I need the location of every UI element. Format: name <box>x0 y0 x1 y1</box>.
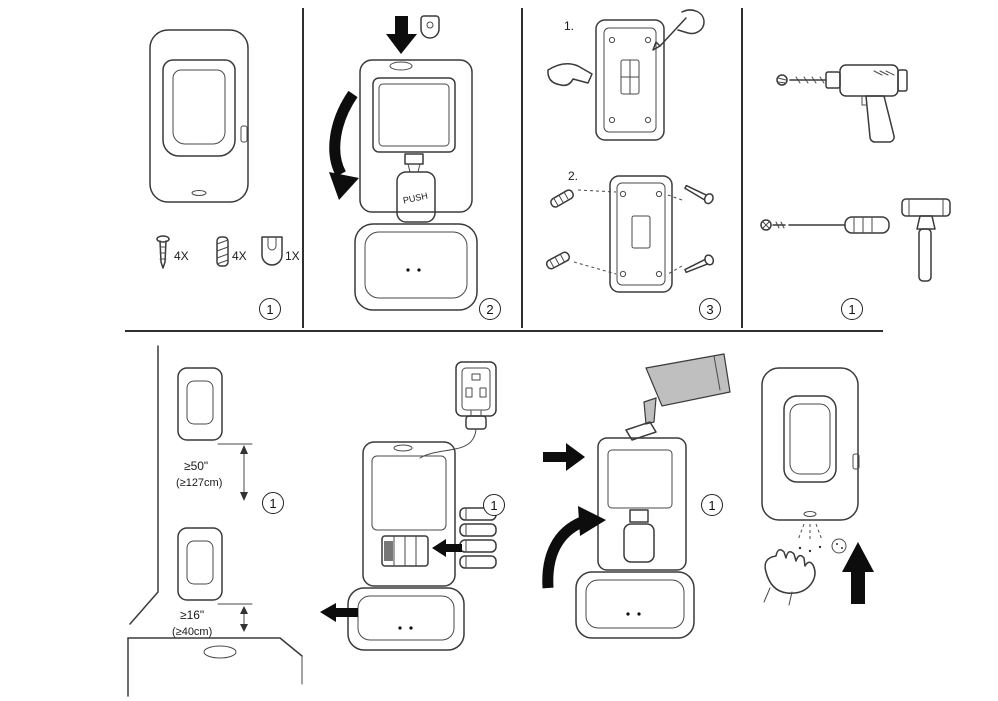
anchor-qty-label: 4X <box>232 249 247 263</box>
back-plate-anchoring <box>609 175 673 293</box>
height-counter-cm-label: (≥40cm) <box>172 626 212 638</box>
refill-illustration <box>542 353 731 639</box>
dispenser-open-back <box>359 59 473 213</box>
dispenser-open-tray <box>354 223 478 311</box>
use-up-arrow <box>842 542 874 604</box>
drill-icon <box>776 64 908 143</box>
divider-vertical-1 <box>302 8 304 328</box>
dispenser-front-illustration <box>761 367 860 521</box>
height-counter-in-label: ≥16" <box>180 608 204 622</box>
step-number-open-cover: 2 <box>479 298 501 320</box>
batteries-icon <box>459 507 497 569</box>
soap-bottle-icon: PUSH <box>396 171 436 223</box>
bracket-icon <box>261 236 283 266</box>
screw-icons <box>667 184 715 275</box>
step-number-refill: 1 <box>701 494 723 516</box>
step-number-mark-and-anchor: 3 <box>699 298 721 320</box>
dispenser-open-back <box>597 421 687 571</box>
use-illustration <box>761 367 874 606</box>
open-hand-icon <box>763 549 816 606</box>
dispenser-lower-icon <box>177 527 223 601</box>
wall-anchor-icons <box>545 189 617 275</box>
push-label: PUSH <box>402 191 429 206</box>
pressing-hand-icon <box>547 63 593 87</box>
panel-tools: 1 <box>744 8 994 330</box>
panel-mark-and-anchor: 1. 2. <box>524 8 737 330</box>
mark-and-anchor-illustration: 1. 2. <box>545 9 715 293</box>
step-number-tools: 1 <box>841 298 863 320</box>
wall-anchor-icon <box>216 236 229 267</box>
open-cover-illustration: PUSH <box>329 15 478 311</box>
panel-mounting-height: ≥50" (≥127cm) ≥16" (≥40cm) 1 <box>120 340 305 698</box>
panel-parts: 4X 4X 1X 1 <box>125 8 300 330</box>
power-outlet-icon <box>455 361 497 430</box>
insert-batteries-arrow <box>432 539 462 557</box>
panel-use <box>744 340 994 698</box>
hand-with-pencil-icon <box>652 9 705 51</box>
mounting-height-illustration: ≥50" (≥127cm) ≥16" (≥40cm) <box>127 345 303 697</box>
step-number-power-batteries: 1 <box>483 494 505 516</box>
height-floor-cm-label: (≥127cm) <box>176 477 222 489</box>
inserted-battery <box>384 541 393 561</box>
dispenser-open-tray <box>347 587 465 651</box>
dispenser-open-tray <box>575 571 695 639</box>
press-down-arrow <box>386 16 417 54</box>
panel-open-cover: PUSH 2 <box>305 8 517 330</box>
dimension-upper <box>217 443 253 501</box>
height-floor-in-label: ≥50" <box>184 459 208 473</box>
mount-hook-icon <box>420 15 440 39</box>
step-number-mounting-height: 1 <box>262 492 284 514</box>
hammer-icon <box>901 198 951 282</box>
bracket-qty-label: 1X <box>285 249 300 263</box>
divider-horizontal <box>125 330 883 332</box>
push-in-arrow <box>543 443 585 471</box>
parts-illustration: 4X 4X 1X <box>149 29 300 269</box>
divider-vertical-3 <box>741 8 743 328</box>
step-number-parts: 1 <box>259 298 281 320</box>
wall-line <box>129 345 159 625</box>
refill-pouch-icon <box>643 353 731 425</box>
substep-1-label: 1. <box>564 19 574 33</box>
close-cover-arrow <box>542 506 606 589</box>
screw-qty-label: 4X <box>174 249 189 263</box>
substep-2-label: 2. <box>568 169 578 183</box>
back-plate-marking <box>595 19 665 141</box>
screwdriver-icon <box>760 216 890 234</box>
dispenser-front-illustration <box>149 29 249 203</box>
dispenser-upper-icon <box>177 367 223 441</box>
slide-tray-arrow <box>320 603 358 622</box>
panel-power-batteries: 1 <box>308 340 518 698</box>
counter-illustration <box>127 637 303 697</box>
pouring-liquid <box>643 397 657 425</box>
divider-vertical-2 <box>521 8 523 328</box>
tools-illustration <box>760 64 951 282</box>
panel-refill: 1 <box>528 340 738 698</box>
swing-open-arrow <box>329 90 359 200</box>
screw-icon <box>156 235 170 269</box>
dimension-lower <box>217 603 253 632</box>
dispenser-open-back <box>362 441 456 587</box>
soap-spray <box>797 523 847 554</box>
power-batteries-illustration <box>320 361 497 651</box>
